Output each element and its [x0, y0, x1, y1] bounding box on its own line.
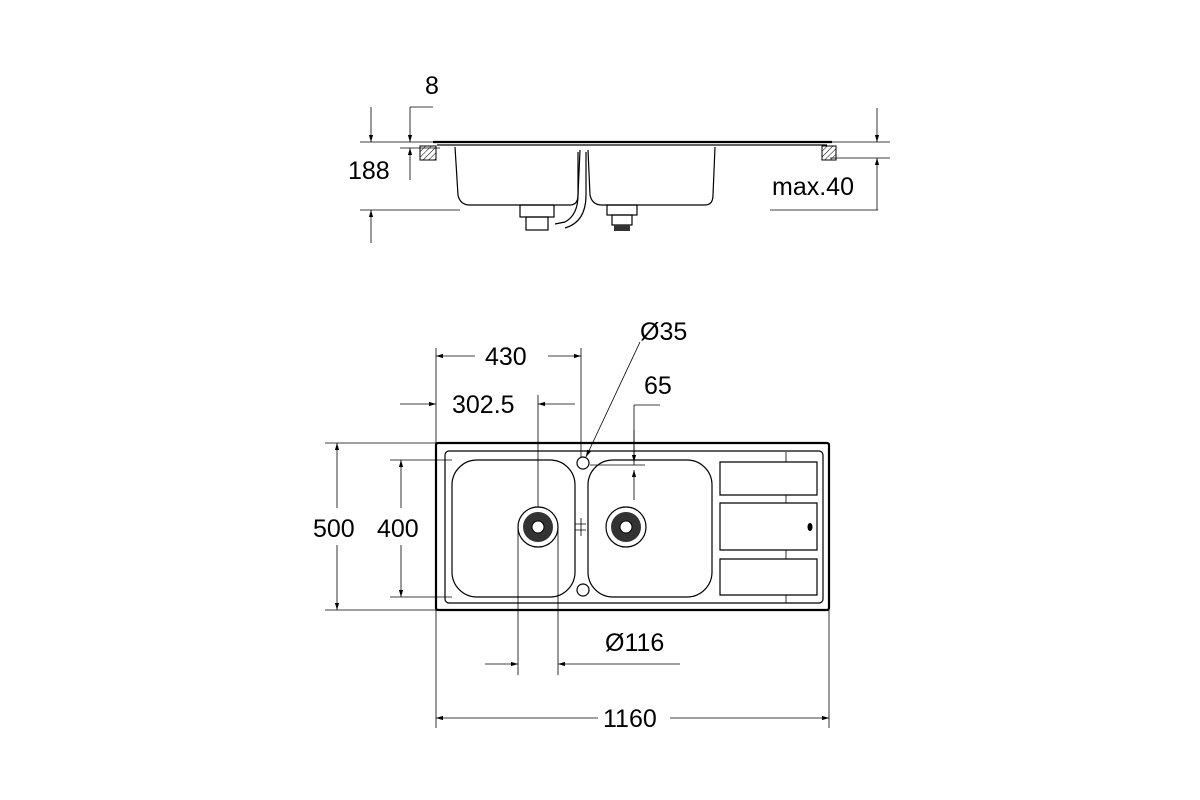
side-view: 188 8 max.40: [348, 72, 890, 243]
left-bowl: [451, 459, 576, 598]
overflow-pipe: [554, 152, 579, 225]
dim-drain-diameter-label: Ø116: [605, 629, 664, 657]
dim-bowl-width-label: 400: [377, 515, 419, 543]
dim-tap-hole-label: Ø35: [640, 318, 687, 346]
left-bowl-profile: [454, 146, 581, 206]
right-bowl: [587, 459, 713, 598]
worktop-section-left: [419, 145, 437, 161]
sink-outline: [434, 441, 831, 612]
dim-bowl-center-label: 430: [485, 343, 527, 371]
dim-width-label: 500: [313, 515, 355, 543]
right-drain: [605, 506, 647, 548]
drainer-ribs: [719, 452, 818, 603]
dim-length-label: 1160: [603, 705, 657, 733]
overflow-hole: [576, 583, 590, 597]
tap-hole: [576, 456, 590, 470]
top-view: 430 302.5 Ø35 65 500 400 Ø116 1160: [313, 318, 831, 733]
dim-worktop-label: max.40: [772, 173, 854, 201]
left-drain: [517, 506, 559, 548]
left-drain-fitting: [519, 204, 555, 218]
dim-depth-label: 188: [348, 157, 390, 185]
dim-flange-label: 8: [425, 72, 439, 100]
right-drain-fitting: [606, 204, 638, 216]
dim-drain-offset-label: 302.5: [452, 391, 515, 419]
right-bowl-profile: [587, 146, 716, 206]
worktop-section-right: [821, 145, 837, 161]
dim-tap-offset-label: 65: [644, 372, 672, 400]
